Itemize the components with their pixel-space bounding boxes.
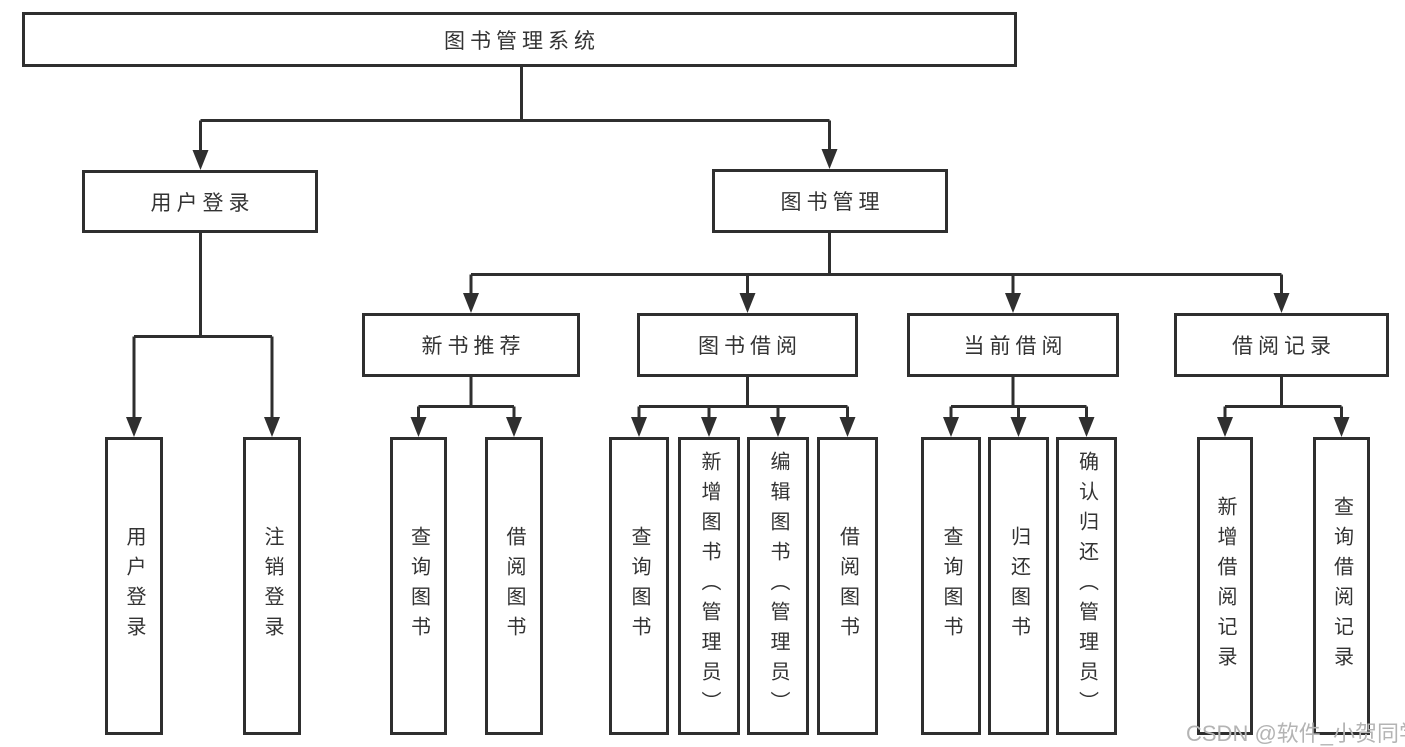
connector-lines (132, 64, 1343, 419)
leaf-edit-book-admin-label: 编辑图书（管理员） (767, 451, 789, 721)
leaf-query-book-2: 查询图书 (609, 437, 669, 735)
leaf-query-book-3-label: 查询图书 (940, 526, 962, 646)
node-book-borrow-label: 图书借阅 (698, 335, 802, 358)
node-root-label: 图书管理系统 (444, 29, 600, 53)
node-borrow-records-label: 借阅记录 (1232, 335, 1336, 358)
leaf-user-login: 用户登录 (105, 437, 163, 735)
node-new-book-recommend: 新书推荐 (362, 313, 580, 377)
leaf-borrow-book-1-label: 借阅图书 (503, 526, 525, 646)
leaf-borrow-book-1: 借阅图书 (485, 437, 543, 735)
csdn-watermark: CSDN @软件_小贺同学 (1186, 721, 1405, 746)
node-new-book-recommend-label: 新书推荐 (421, 335, 526, 358)
leaf-query-book-1: 查询图书 (390, 437, 447, 735)
node-book-borrow: 图书借阅 (637, 313, 858, 377)
node-book-management-label: 图书管理 (780, 191, 885, 214)
leaf-borrow-book-2: 借阅图书 (817, 437, 878, 735)
node-current-borrow-label: 当前借阅 (963, 335, 1068, 358)
leaf-return-book-label: 归还图书 (1007, 526, 1030, 646)
leaf-query-book-3: 查询图书 (921, 437, 981, 735)
leaf-logout-label: 注销登录 (261, 526, 283, 646)
leaf-query-book-1-label: 查询图书 (407, 526, 430, 646)
leaf-confirm-return-admin: 确认归还（管理员） (1056, 437, 1117, 735)
node-root: 图书管理系统 (22, 12, 1017, 67)
leaf-add-borrow-record-label: 新增借阅记录 (1214, 496, 1236, 676)
node-user-login-label: 用户登录 (150, 191, 255, 215)
leaf-return-book: 归还图书 (988, 437, 1049, 735)
node-user-login: 用户登录 (82, 170, 318, 233)
leaf-add-book-admin: 新增图书（管理员） (678, 437, 740, 735)
leaf-query-book-2-label: 查询图书 (628, 526, 650, 646)
leaf-add-book-admin-label: 新增图书（管理员） (698, 451, 720, 721)
leaf-edit-book-admin: 编辑图书（管理员） (747, 437, 809, 735)
leaf-add-borrow-record: 新增借阅记录 (1197, 437, 1253, 735)
node-borrow-records: 借阅记录 (1174, 313, 1389, 377)
leaf-confirm-return-admin-label: 确认归还（管理员） (1075, 451, 1098, 721)
leaf-borrow-book-2-label: 借阅图书 (836, 526, 859, 646)
node-book-management: 图书管理 (712, 169, 948, 233)
leaf-query-borrow-record: 查询借阅记录 (1313, 437, 1370, 735)
leaf-logout: 注销登录 (243, 437, 301, 735)
node-current-borrow: 当前借阅 (907, 313, 1119, 377)
leaf-user-login-label: 用户登录 (123, 526, 145, 646)
leaf-query-borrow-record-label: 查询借阅记录 (1330, 496, 1353, 676)
